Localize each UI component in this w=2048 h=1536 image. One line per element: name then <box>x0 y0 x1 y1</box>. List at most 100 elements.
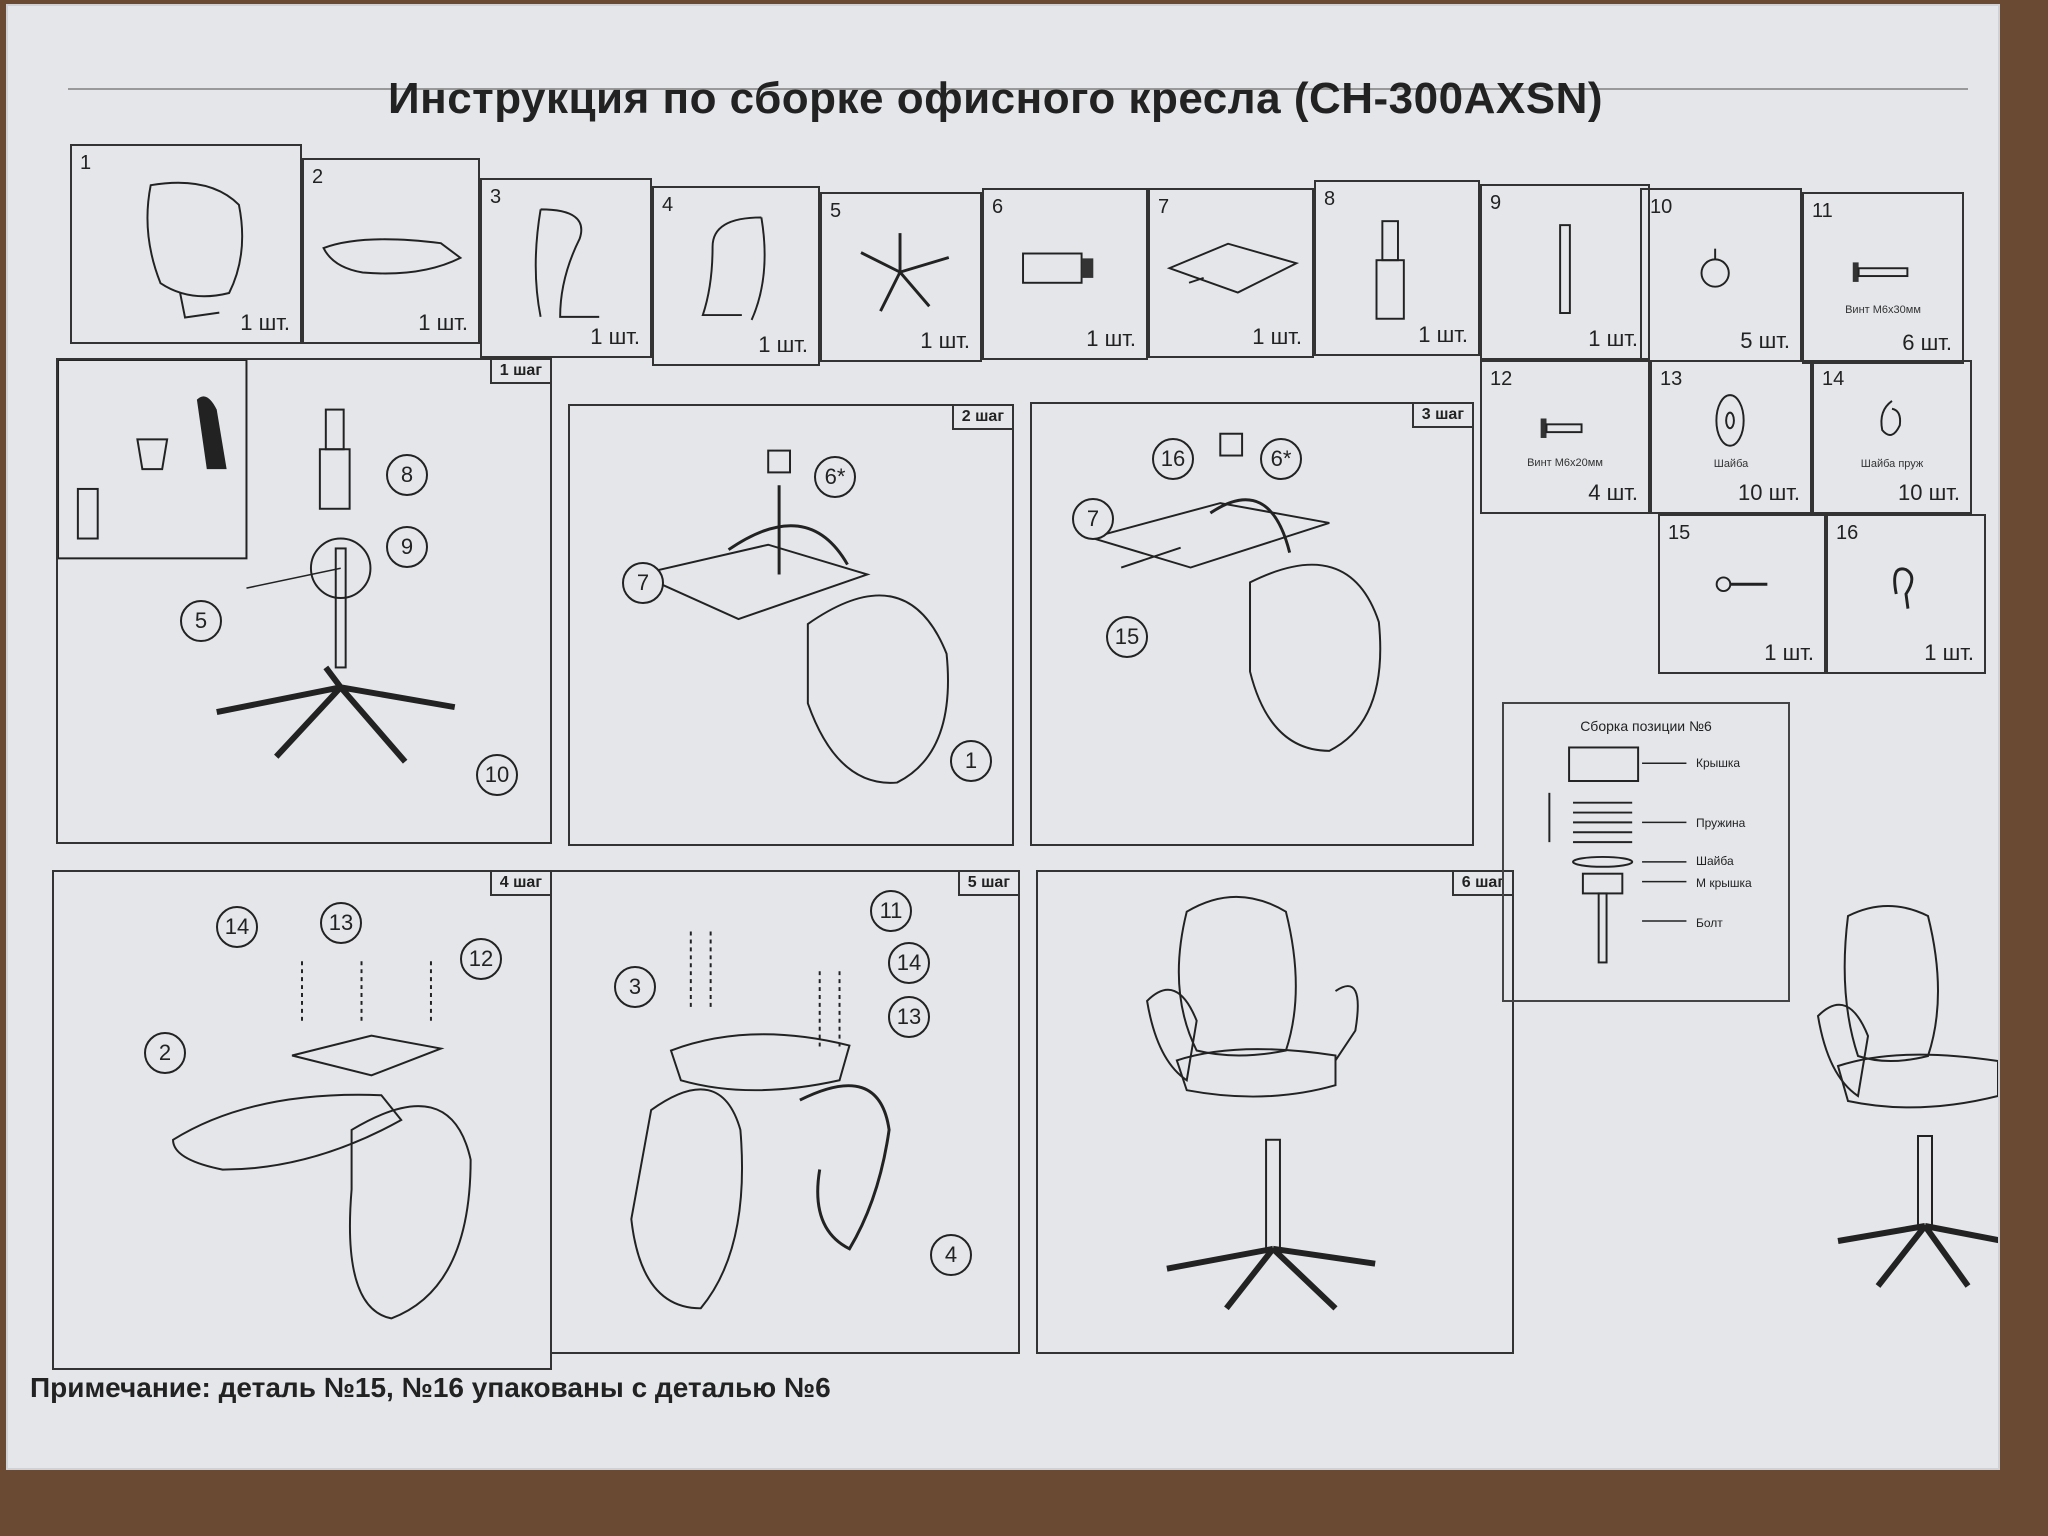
part-qty: 1 шт. <box>1418 322 1468 347</box>
part-number: 15 <box>1668 522 1691 544</box>
chair-preview-icon <box>1816 905 1998 1288</box>
detail-label: Шайба <box>1696 854 1734 868</box>
part-6: 6 1 шт. <box>982 188 1148 360</box>
step-2-panel: 2 шаг 6* 7 1 <box>568 404 1014 846</box>
part-qty: 1 шт. <box>240 310 290 335</box>
mechanism-plate-icon <box>1166 242 1300 294</box>
screw-short-icon <box>1540 418 1583 438</box>
rod-icon <box>1559 224 1571 314</box>
part-number: 6 <box>992 196 1004 218</box>
part-number: 10 <box>1650 196 1673 218</box>
part-number: 8 <box>1324 188 1336 210</box>
step-2-illustration <box>636 449 949 784</box>
armrest-right-icon <box>701 216 766 321</box>
part-label: Шайба пруж <box>1860 458 1924 470</box>
screw-long-icon <box>1852 262 1909 282</box>
step-6-panel: 6 шаг <box>1036 870 1514 1354</box>
part-number: 12 <box>1490 368 1513 390</box>
callout: 2 <box>144 1032 186 1074</box>
part-10: 10 5 шт. <box>1640 188 1802 362</box>
step-5-illustration <box>630 931 891 1310</box>
callout: 12 <box>460 938 502 980</box>
part-15: 15 1 шт. <box>1658 514 1826 674</box>
step-1-illustration <box>58 360 456 764</box>
part-1: 1 1 шт. <box>70 144 302 344</box>
part-qty: 10 шт. <box>1738 480 1800 505</box>
part-number: 14 <box>1822 368 1845 390</box>
part-8: 8 1 шт. <box>1314 180 1480 356</box>
detail-label: Болт <box>1696 916 1723 930</box>
knob-icon <box>1022 252 1094 284</box>
callout: 7 <box>622 562 664 604</box>
part-number: 7 <box>1158 196 1170 218</box>
part-number: 11 <box>1812 200 1833 222</box>
step-3-illustration <box>1087 432 1382 752</box>
part-label: Винт М6х30мм <box>1845 304 1921 316</box>
callout: 9 <box>386 526 428 568</box>
detail-label: М крышка <box>1696 876 1752 890</box>
part-7: 7 1 шт. <box>1148 188 1314 358</box>
part-3: 3 1 шт. <box>480 178 652 358</box>
detail-label: Пружина <box>1696 816 1746 830</box>
step-1-panel: 1 шаг 8 9 5 10 <box>56 358 552 844</box>
step-label: 1 шаг <box>489 358 552 384</box>
part-label: Шайба <box>1713 458 1749 470</box>
page-title: Инструкция по сборке офисного кресла (CH… <box>388 74 1603 123</box>
knob-exploded-icon <box>1548 746 1687 964</box>
pin-icon <box>1715 576 1768 593</box>
step-3-panel: 3 шаг 16 6* 7 15 <box>1030 402 1474 846</box>
callout: 4 <box>930 1234 972 1276</box>
part-label: Винт М6х20мм <box>1527 457 1603 469</box>
spring-washer-icon <box>1880 400 1902 436</box>
callout: 8 <box>386 454 428 496</box>
part-qty: 5 шт. <box>1740 328 1790 353</box>
callout: 16 <box>1152 438 1194 480</box>
callout: 10 <box>476 754 518 796</box>
part-qty: 10 шт. <box>1898 480 1960 505</box>
part-13: 13 Шайба 10 шт. <box>1650 360 1812 514</box>
part-qty: 1 шт. <box>418 310 468 335</box>
part-qty: 6 шт. <box>1902 330 1952 355</box>
part-2: 2 1 шт. <box>302 158 480 344</box>
part-qty: 1 шт. <box>758 332 808 357</box>
part-11: 11 Винт М6х30мм 6 шт. <box>1802 192 1964 364</box>
part-qty: 1 шт. <box>1588 326 1638 351</box>
part-number: 2 <box>312 166 324 188</box>
part-5: 5 1 шт. <box>820 192 982 362</box>
washer-icon <box>1715 394 1745 447</box>
part-16: 16 1 шт. <box>1826 514 1986 674</box>
callout: 3 <box>614 966 656 1008</box>
callout: 14 <box>888 942 930 984</box>
part-qty: 1 шт. <box>1924 640 1974 665</box>
step-label: 4 шаг <box>489 870 552 896</box>
callout: 14 <box>216 906 258 948</box>
part-4: 4 1 шт. <box>652 186 820 366</box>
part-number: 13 <box>1660 368 1683 390</box>
callout: 7 <box>1072 498 1114 540</box>
part-qty: 1 шт. <box>590 324 640 349</box>
assembly-note: Примечание: деталь №15, №16 упакованы с … <box>30 1372 831 1403</box>
step-5-panel: 5 шаг 11 3 14 13 4 <box>550 870 1020 1354</box>
part-number: 5 <box>830 200 842 222</box>
step-label: 3 шаг <box>1411 402 1474 428</box>
callout: 1 <box>950 740 992 782</box>
star-base-icon <box>860 233 950 312</box>
part-qty: 1 шт. <box>1086 326 1136 351</box>
step-4-illustration <box>172 961 472 1320</box>
step-label: 5 шаг <box>957 870 1020 896</box>
callout: 6* <box>814 456 856 498</box>
part-number: 9 <box>1490 192 1502 214</box>
callout: 15 <box>1106 616 1148 658</box>
detail-label: Крышка <box>1696 756 1741 770</box>
part-number: 4 <box>662 194 674 216</box>
callout: 13 <box>888 996 930 1038</box>
caster-icon <box>1700 248 1730 288</box>
part-14: 14 Шайба пруж 10 шт. <box>1812 360 1972 514</box>
detail-title: Сборка позиции №6 <box>1580 718 1712 734</box>
gas-lift-icon <box>1375 220 1405 320</box>
callout: 13 <box>320 902 362 944</box>
clip-icon <box>1893 567 1914 609</box>
callout: 6* <box>1260 438 1302 480</box>
part-qty: 1 шт. <box>920 328 970 353</box>
top-rule <box>68 88 1968 90</box>
